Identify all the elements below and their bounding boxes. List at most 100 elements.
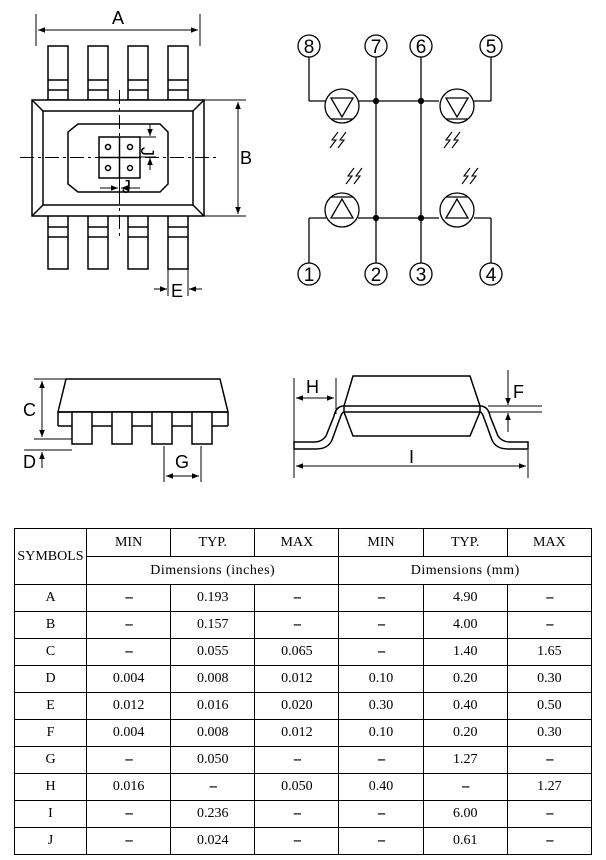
value-cell: 0.157 bbox=[170, 611, 256, 639]
value-cell: 0.40 bbox=[338, 773, 424, 801]
end-view bbox=[293, 370, 542, 478]
pin-label-3: 3 bbox=[416, 265, 427, 286]
unit-inches-header: Dimensions (inches) bbox=[85, 556, 340, 585]
pin-label-1: 1 bbox=[304, 265, 315, 286]
table-row: A--0.193----4.90-- bbox=[14, 584, 593, 612]
value-cell: 0.193 bbox=[170, 584, 256, 612]
value-cell: -- bbox=[170, 773, 256, 801]
pin-label-5: 5 bbox=[486, 37, 497, 58]
top-view bbox=[20, 14, 246, 296]
value-cell: -- bbox=[338, 827, 424, 855]
value-cell: 0.004 bbox=[85, 665, 172, 693]
value-cell: 0.065 bbox=[254, 638, 340, 666]
value-cell: 0.012 bbox=[254, 665, 340, 693]
value-cell: -- bbox=[338, 800, 424, 828]
value-cell: -- bbox=[254, 746, 340, 774]
pin-label-8: 8 bbox=[304, 37, 315, 58]
dim-label-a: A bbox=[112, 8, 124, 28]
value-cell: -- bbox=[338, 584, 424, 612]
value-cell: 0.40 bbox=[422, 692, 508, 720]
value-cell: 0.10 bbox=[338, 665, 424, 693]
value-cell: -- bbox=[506, 746, 593, 774]
dim-label-c: C bbox=[23, 400, 36, 420]
symbols-header: SYMBOLS bbox=[14, 528, 87, 585]
value-cell: 0.008 bbox=[170, 665, 256, 693]
table-row: I--0.236----6.00-- bbox=[14, 800, 593, 828]
schematic bbox=[297, 34, 503, 286]
value-cell: 0.10 bbox=[338, 719, 424, 747]
value-cell: -- bbox=[85, 638, 172, 666]
side-view bbox=[24, 378, 229, 482]
symbol-cell: A bbox=[14, 584, 87, 612]
value-cell: 1.40 bbox=[422, 638, 508, 666]
table-unit-row: Dimensions (inches) Dimensions (mm) bbox=[15, 556, 592, 585]
value-cell: 4.00 bbox=[422, 611, 508, 639]
value-cell: 0.020 bbox=[254, 692, 340, 720]
symbol-cell: I bbox=[14, 800, 87, 828]
value-cell: 0.016 bbox=[85, 773, 172, 801]
value-cell: 1.27 bbox=[506, 773, 593, 801]
value-cell: -- bbox=[506, 611, 593, 639]
table-row: B--0.157----4.00-- bbox=[14, 611, 593, 639]
value-cell: 0.050 bbox=[170, 746, 256, 774]
value-cell: 0.004 bbox=[85, 719, 172, 747]
value-cell: 0.024 bbox=[170, 827, 256, 855]
value-cell: 4.90 bbox=[422, 584, 508, 612]
dim-label-e: E bbox=[171, 281, 183, 301]
col-header-mm-max: MAX bbox=[506, 528, 593, 557]
value-cell: 0.20 bbox=[422, 665, 508, 693]
dim-label-h: H bbox=[306, 377, 319, 397]
value-cell: 0.30 bbox=[506, 665, 593, 693]
value-cell: 1.27 bbox=[422, 746, 508, 774]
value-cell: -- bbox=[338, 611, 424, 639]
table-row: J--0.024----0.61-- bbox=[14, 827, 593, 855]
dim-label-b: B bbox=[240, 148, 252, 168]
value-cell: 0.012 bbox=[85, 692, 172, 720]
symbol-cell: F bbox=[14, 719, 87, 747]
value-cell: -- bbox=[85, 611, 172, 639]
symbol-cell: H bbox=[14, 773, 87, 801]
value-cell: 0.012 bbox=[254, 719, 340, 747]
value-cell: -- bbox=[506, 800, 593, 828]
pin-label-7: 7 bbox=[371, 37, 382, 58]
dim-label-f: F bbox=[513, 382, 524, 402]
value-cell: -- bbox=[422, 773, 508, 801]
value-cell: 0.236 bbox=[170, 800, 256, 828]
col-header-mm-typ: TYP. bbox=[422, 528, 508, 557]
pin-label-6: 6 bbox=[416, 37, 427, 58]
symbol-cell: B bbox=[14, 611, 87, 639]
col-header-in-min: MIN bbox=[85, 528, 172, 557]
col-header-in-max: MAX bbox=[254, 528, 340, 557]
dim-label-j-horizontal: J bbox=[122, 177, 131, 197]
value-cell: 0.61 bbox=[422, 827, 508, 855]
bottom-leads bbox=[47, 214, 189, 270]
table-row: G--0.050----1.27-- bbox=[14, 746, 593, 774]
symbol-cell: E bbox=[14, 692, 87, 720]
pin-label-4: 4 bbox=[486, 265, 497, 286]
table-body: A--0.193----4.90--B--0.157----4.00--C--0… bbox=[14, 584, 593, 855]
symbol-cell: D bbox=[14, 665, 87, 693]
dimensions-table: SYMBOLS MIN TYP. MAX MIN TYP. MAX Dimens… bbox=[14, 528, 593, 855]
value-cell: -- bbox=[506, 584, 593, 612]
value-cell: 1.65 bbox=[506, 638, 593, 666]
col-header-in-typ: TYP. bbox=[170, 528, 256, 557]
dim-label-i: I bbox=[409, 447, 414, 467]
unit-mm-header: Dimensions (mm) bbox=[338, 556, 592, 585]
dim-label-j-vertical: J bbox=[137, 147, 157, 156]
value-cell: -- bbox=[85, 584, 172, 612]
col-header-mm-min: MIN bbox=[338, 528, 424, 557]
symbol-cell: G bbox=[14, 746, 87, 774]
value-cell: -- bbox=[338, 746, 424, 774]
symbol-cell: J bbox=[14, 827, 87, 855]
top-leads bbox=[47, 45, 189, 101]
symbol-cell: C bbox=[14, 638, 87, 666]
value-cell: -- bbox=[85, 827, 172, 855]
table-header-row: SYMBOLS MIN TYP. MAX MIN TYP. MAX bbox=[14, 528, 593, 585]
value-cell: -- bbox=[338, 638, 424, 666]
value-cell: 0.30 bbox=[506, 719, 593, 747]
